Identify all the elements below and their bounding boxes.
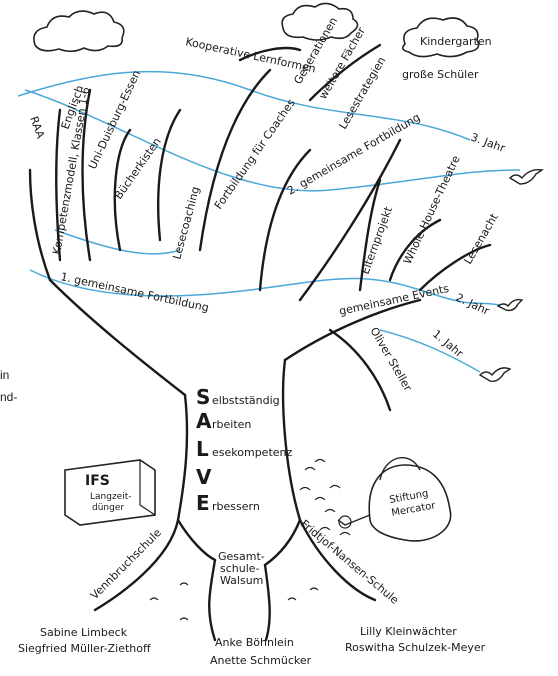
label-theatre: Whole-House-Theatre [401, 153, 463, 266]
label-gemeinsame-events: gemeinsame Events [338, 282, 450, 318]
label-fridtjof-nansen: Fridtjof-Nansen-Schule [298, 517, 401, 607]
seed-marks [150, 583, 318, 620]
letter-s: S [196, 385, 210, 409]
name-siegfried: Siegfried Müller-Ziethoff [18, 642, 151, 655]
cloud-left [34, 11, 124, 51]
label-lesenacht: Lesenacht [461, 211, 501, 267]
langzeit-label: Langzeit- [90, 492, 131, 502]
watering-can-icon: Stiftung Mercator [338, 458, 451, 541]
word-lesekompetenz: esekompetenz [212, 446, 292, 459]
label-jahr-2: 2. Jahr [454, 291, 492, 318]
name-sabine-limbeck: Sabine Limbeck [40, 626, 128, 639]
label-kindergarten: Kindergarten [420, 35, 492, 48]
name-anette-schmuecker: Anette Schmücker [210, 654, 312, 667]
word-erbessern: rbessern [212, 500, 260, 513]
label-fortbildung-coaches: Fortbildung für Coaches [212, 96, 298, 211]
letter-v: V [196, 465, 212, 489]
duenger-label: dünger [92, 503, 124, 513]
label-fortbildung-1: 1. gemeinsame Fortbildung [59, 270, 210, 314]
label-uni-duisburg: Uni-Duisburg-Essen [86, 68, 143, 171]
label-jahr-3: 3. Jahr [469, 131, 507, 156]
name-lilly-kleinwaechter: Lilly Kleinwächter [360, 625, 457, 638]
ifs-box: IFS Langzeit- dünger [65, 460, 155, 525]
label-lesecoaching: Lesecoaching [170, 185, 202, 261]
salve-acronym: S elbstständig A rbeiten L esekompetenz … [196, 385, 292, 515]
word-arbeiten: rbeiten [212, 418, 251, 431]
bird-icon [480, 170, 542, 382]
label-oliver-steller: Oliver Steller [367, 325, 414, 394]
label-grosse-schueler: große Schüler [402, 68, 479, 81]
letter-e: E [196, 491, 210, 515]
letter-a: A [196, 409, 212, 433]
letter-l: L [196, 437, 209, 461]
name-roswitha: Roswitha Schulzek-Meyer [345, 641, 486, 654]
label-elternprojekt: Elternprojekt [359, 204, 396, 276]
label-gesamtschule-3: Walsum [220, 574, 263, 587]
label-raa: RAA [27, 115, 47, 141]
name-anke-boehnlein: Anke Böhnlein [215, 636, 294, 649]
timeline-curves [18, 72, 520, 372]
ifs-label: IFS [85, 473, 110, 489]
label-buecherkisten: Bücherkisten [112, 135, 164, 201]
word-selbststaendig: elbstständig [212, 394, 280, 407]
